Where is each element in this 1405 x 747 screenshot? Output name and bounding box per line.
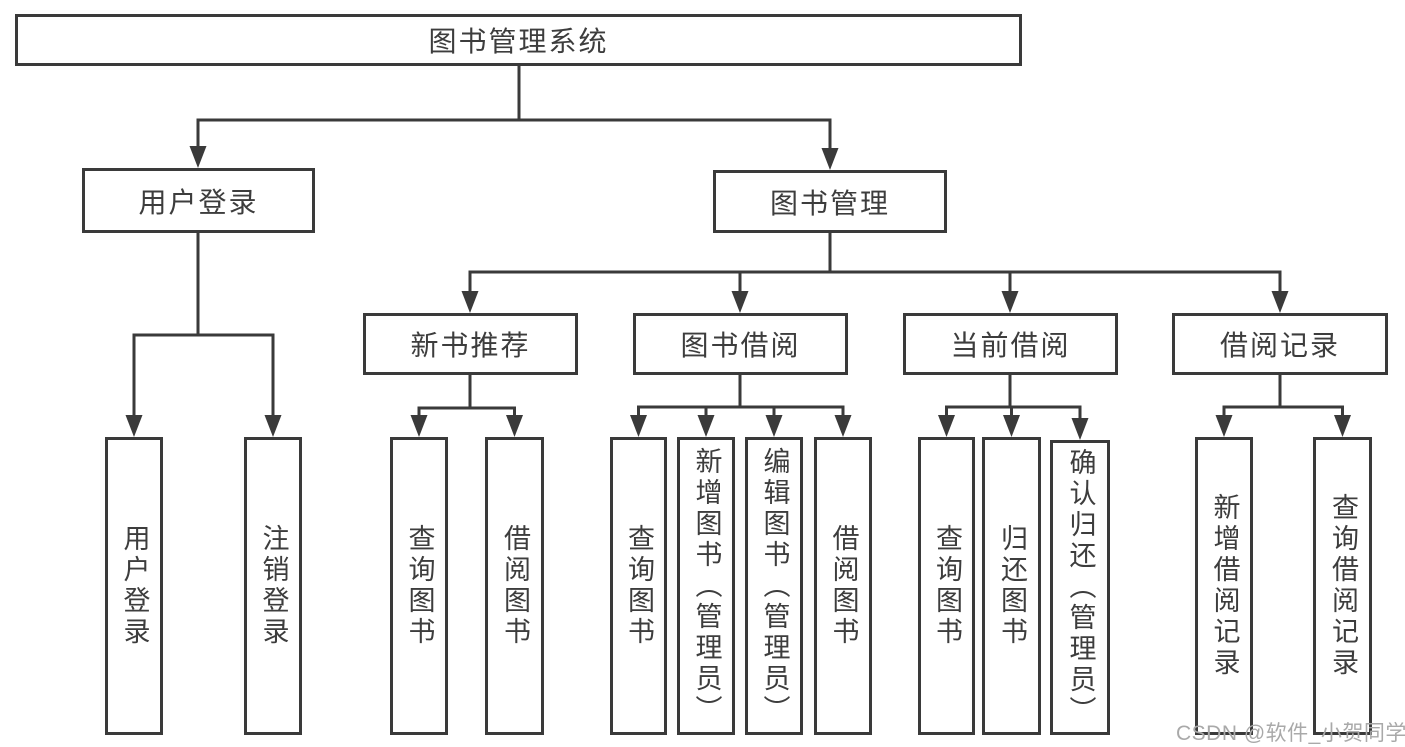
node-label: 图书管理系统 [428, 26, 609, 57]
node-label: 借阅图书 [828, 524, 859, 648]
leaf-borrow-books-newbooks: 借阅图书 [485, 437, 544, 735]
leaf-edit-books-admin: 编辑图书（管理员） [745, 437, 803, 735]
leaf-query-borrow-record: 查询借阅记录 [1313, 437, 1372, 735]
arrow-down-icon [1215, 415, 1233, 437]
leaf-borrow-books-borrowing: 借阅图书 [814, 437, 872, 735]
arrow-down-icon [1003, 415, 1020, 437]
arrow-down-icon [1001, 291, 1019, 313]
arrow-down-icon [821, 148, 839, 170]
node-label: 归还图书 [997, 524, 1027, 648]
arrow-down-icon [630, 415, 647, 437]
node-label: 图书借阅 [680, 330, 801, 361]
node-label: 用户登录 [119, 524, 150, 648]
node-label: 借阅记录 [1219, 330, 1340, 361]
leaf-query-books-current: 查询图书 [918, 437, 975, 735]
leaf-add-borrow-record: 新增借阅记录 [1195, 437, 1253, 735]
arrow-down-icon [697, 415, 715, 437]
node-label: 查询图书 [932, 524, 962, 648]
arrow-down-icon [189, 146, 207, 168]
node-label: 新书推荐 [410, 330, 531, 361]
node-label: 新增借阅记录 [1209, 493, 1240, 679]
arrow-down-icon [1271, 291, 1289, 313]
node-book-borrowing: 图书借阅 [633, 313, 848, 375]
node-current-borrowing: 当前借阅 [903, 313, 1118, 375]
node-label: 图书管理 [769, 187, 890, 219]
node-label: 确认归还（管理员） [1065, 448, 1096, 727]
arrow-down-icon [264, 415, 282, 437]
arrow-down-icon [1071, 418, 1089, 440]
arrow-down-icon [461, 291, 479, 313]
node-label: 新增图书（管理员） [691, 446, 722, 726]
node-label: 查询图书 [624, 524, 654, 648]
node-new-book-recommendation: 新书推荐 [363, 313, 578, 375]
node-label: 查询图书 [404, 524, 435, 648]
arrow-down-icon [765, 415, 783, 437]
node-label: 编辑图书（管理员） [759, 446, 790, 726]
arrow-down-icon [506, 415, 523, 437]
node-label: 用户登录 [138, 186, 259, 218]
leaf-confirm-return-admin: 确认归还（管理员） [1050, 440, 1110, 735]
arrow-down-icon [1334, 415, 1351, 437]
arrow-down-icon [834, 415, 852, 437]
node-borrowing-records: 借阅记录 [1172, 313, 1388, 375]
node-label: 借阅图书 [500, 524, 530, 648]
node-book-management: 图书管理 [713, 170, 947, 233]
leaf-query-books-newbooks: 查询图书 [390, 437, 448, 735]
node-user-login: 用户登录 [82, 168, 315, 233]
arrow-down-icon [410, 415, 428, 437]
leaf-user-login: 用户登录 [105, 437, 163, 735]
leaf-logout: 注销登录 [244, 437, 302, 735]
leaf-query-books-borrowing: 查询图书 [610, 437, 667, 735]
node-root-library-management-system: 图书管理系统 [15, 14, 1022, 66]
node-label: 注销登录 [258, 524, 289, 648]
arrow-down-icon [938, 415, 955, 437]
csdn-watermark: CSDN @软件_小贺同学 [1176, 722, 1405, 745]
leaf-return-books: 归还图书 [982, 437, 1041, 735]
arrow-down-icon [125, 415, 143, 437]
node-label: 查询借阅记录 [1328, 493, 1358, 679]
node-label: 当前借阅 [950, 330, 1071, 361]
arrow-down-icon [731, 291, 749, 313]
leaf-add-books-admin: 新增图书（管理员） [677, 437, 735, 735]
